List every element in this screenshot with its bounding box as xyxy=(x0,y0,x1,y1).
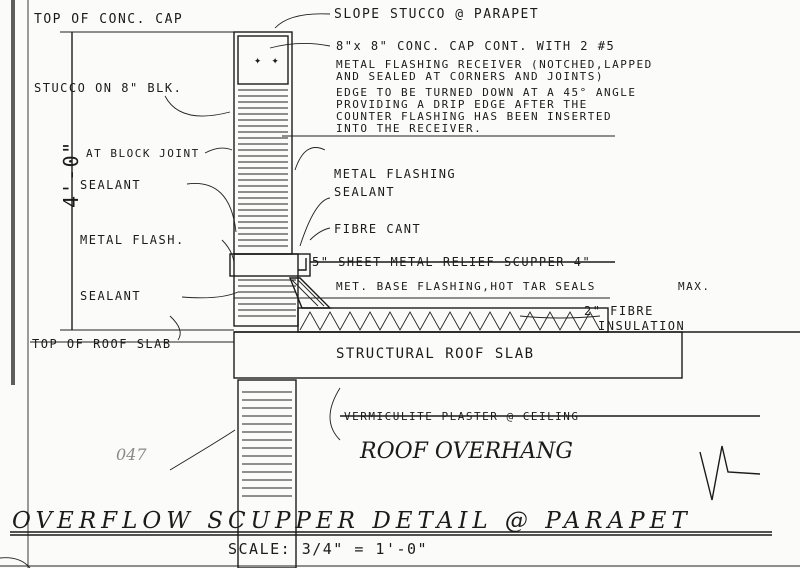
label-receiver-3: EDGE TO BE TURNED DOWN AT A 45° ANGLE xyxy=(336,86,637,99)
label-base-flashing: MET. BASE FLASHING,HOT TAR SEALS xyxy=(336,280,596,293)
wall-below-hatch xyxy=(242,391,292,497)
label-sealant-1: SEALANT xyxy=(80,178,141,192)
wall-below-slab xyxy=(237,379,297,568)
label-receiver-6: INTO THE RECEIVER. xyxy=(336,122,482,135)
insulation xyxy=(297,307,609,333)
stucco-hatch xyxy=(238,89,288,247)
label-metal-flash: METAL FLASH. xyxy=(80,233,185,247)
label-fibre-cant: FIBRE CANT xyxy=(334,222,421,236)
signature xyxy=(699,445,761,501)
label-height-dim: 4'-0" xyxy=(59,140,83,208)
drawing-title: OVERFLOW SCUPPER DETAIL @ PARAPET xyxy=(12,508,692,534)
label-structural-slab: STRUCTURAL ROOF SLAB xyxy=(336,346,535,362)
fibre-cant xyxy=(288,277,332,309)
label-sheet-mark: 047 xyxy=(116,445,147,464)
label-insulation: INSULATION xyxy=(598,319,685,333)
label-sealant-2: SEALANT xyxy=(334,185,395,199)
label-top-of-slab: TOP OF ROOF SLAB xyxy=(32,337,172,351)
label-receiver-1: METAL FLASHING RECEIVER (NOTCHED,LAPPED xyxy=(336,58,653,71)
leader-lines xyxy=(164,13,615,471)
label-at-block-joint: AT BLOCK JOINT xyxy=(86,147,200,160)
insulation-hatch xyxy=(299,311,601,331)
label-cap-cont: 8"x 8" CONC. CAP CONT. WITH 2 #5 xyxy=(336,39,615,53)
label-receiver-2: AND SEALED AT CORNERS AND JOINTS) xyxy=(336,70,604,83)
lower-wall xyxy=(233,253,299,327)
label-receiver-5: COUNTER FLASHING HAS BEEN INSERTED xyxy=(336,110,612,123)
label-fibre: 2" FIBRE xyxy=(584,304,654,318)
label-slope-stucco: SLOPE STUCCO @ PARAPET xyxy=(334,7,539,22)
scupper xyxy=(229,253,311,277)
concrete-cap xyxy=(237,35,289,85)
label-roof-overhang: ROOF OVERHANG xyxy=(359,439,573,464)
rebar-marks: ✦ ✦ xyxy=(254,53,280,67)
label-metal-flashing: METAL FLASHING xyxy=(334,167,456,181)
label-top-of-cap: TOP OF CONC. CAP xyxy=(34,12,183,27)
label-scupper: 5" SHEET METAL RELIEF SCUPPER 4" xyxy=(312,255,591,269)
counter-flashing xyxy=(298,258,307,271)
drawing-scale: SCALE: 3/4" = 1'-0" xyxy=(228,540,428,558)
label-receiver-4: PROVIDING A DRIP EDGE AFTER THE xyxy=(336,98,588,111)
parapet-wall: ✦ ✦ xyxy=(233,31,299,568)
label-max: MAX. xyxy=(678,280,711,293)
label-sealant-3: SEALANT xyxy=(80,289,141,303)
label-stucco-blk: STUCCO ON 8" BLK. xyxy=(34,81,182,95)
